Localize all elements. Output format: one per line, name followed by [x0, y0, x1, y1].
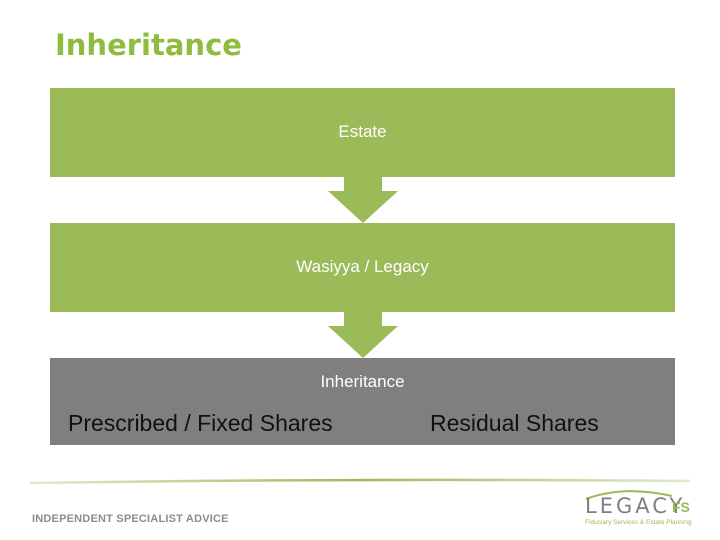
footer-tagline: INDEPENDENT SPECIALIST ADVICE: [32, 513, 229, 525]
inheritance-box: Inheritance Prescribed / Fixed Shares Re…: [50, 358, 675, 445]
logo-wordmark: LEGACY: [585, 494, 686, 518]
down-arrow-icon: [328, 177, 398, 223]
inheritance-label: Inheritance: [320, 372, 405, 391]
estate-label: Estate: [338, 122, 387, 141]
estate-box: Estate: [50, 88, 675, 177]
legacy-fs-logo: LEGACY FS Fiduciary Services & Estate Pl…: [582, 490, 694, 532]
residual-shares-label: Residual Shares: [430, 410, 599, 436]
footer-divider: [30, 478, 690, 484]
wasiyya-legacy-box: Wasiyya / Legacy: [50, 223, 675, 312]
wasiyya-legacy-label: Wasiyya / Legacy: [296, 257, 429, 276]
slide-title: Inheritance: [55, 28, 242, 62]
logo-arc-icon: [585, 490, 673, 500]
prescribed-fixed-shares-label: Prescribed / Fixed Shares: [68, 410, 333, 436]
down-arrow-icon: [328, 312, 398, 358]
logo-suffix: FS: [672, 499, 690, 515]
logo-subtitle: Fiduciary Services & Estate Planning: [585, 519, 692, 526]
